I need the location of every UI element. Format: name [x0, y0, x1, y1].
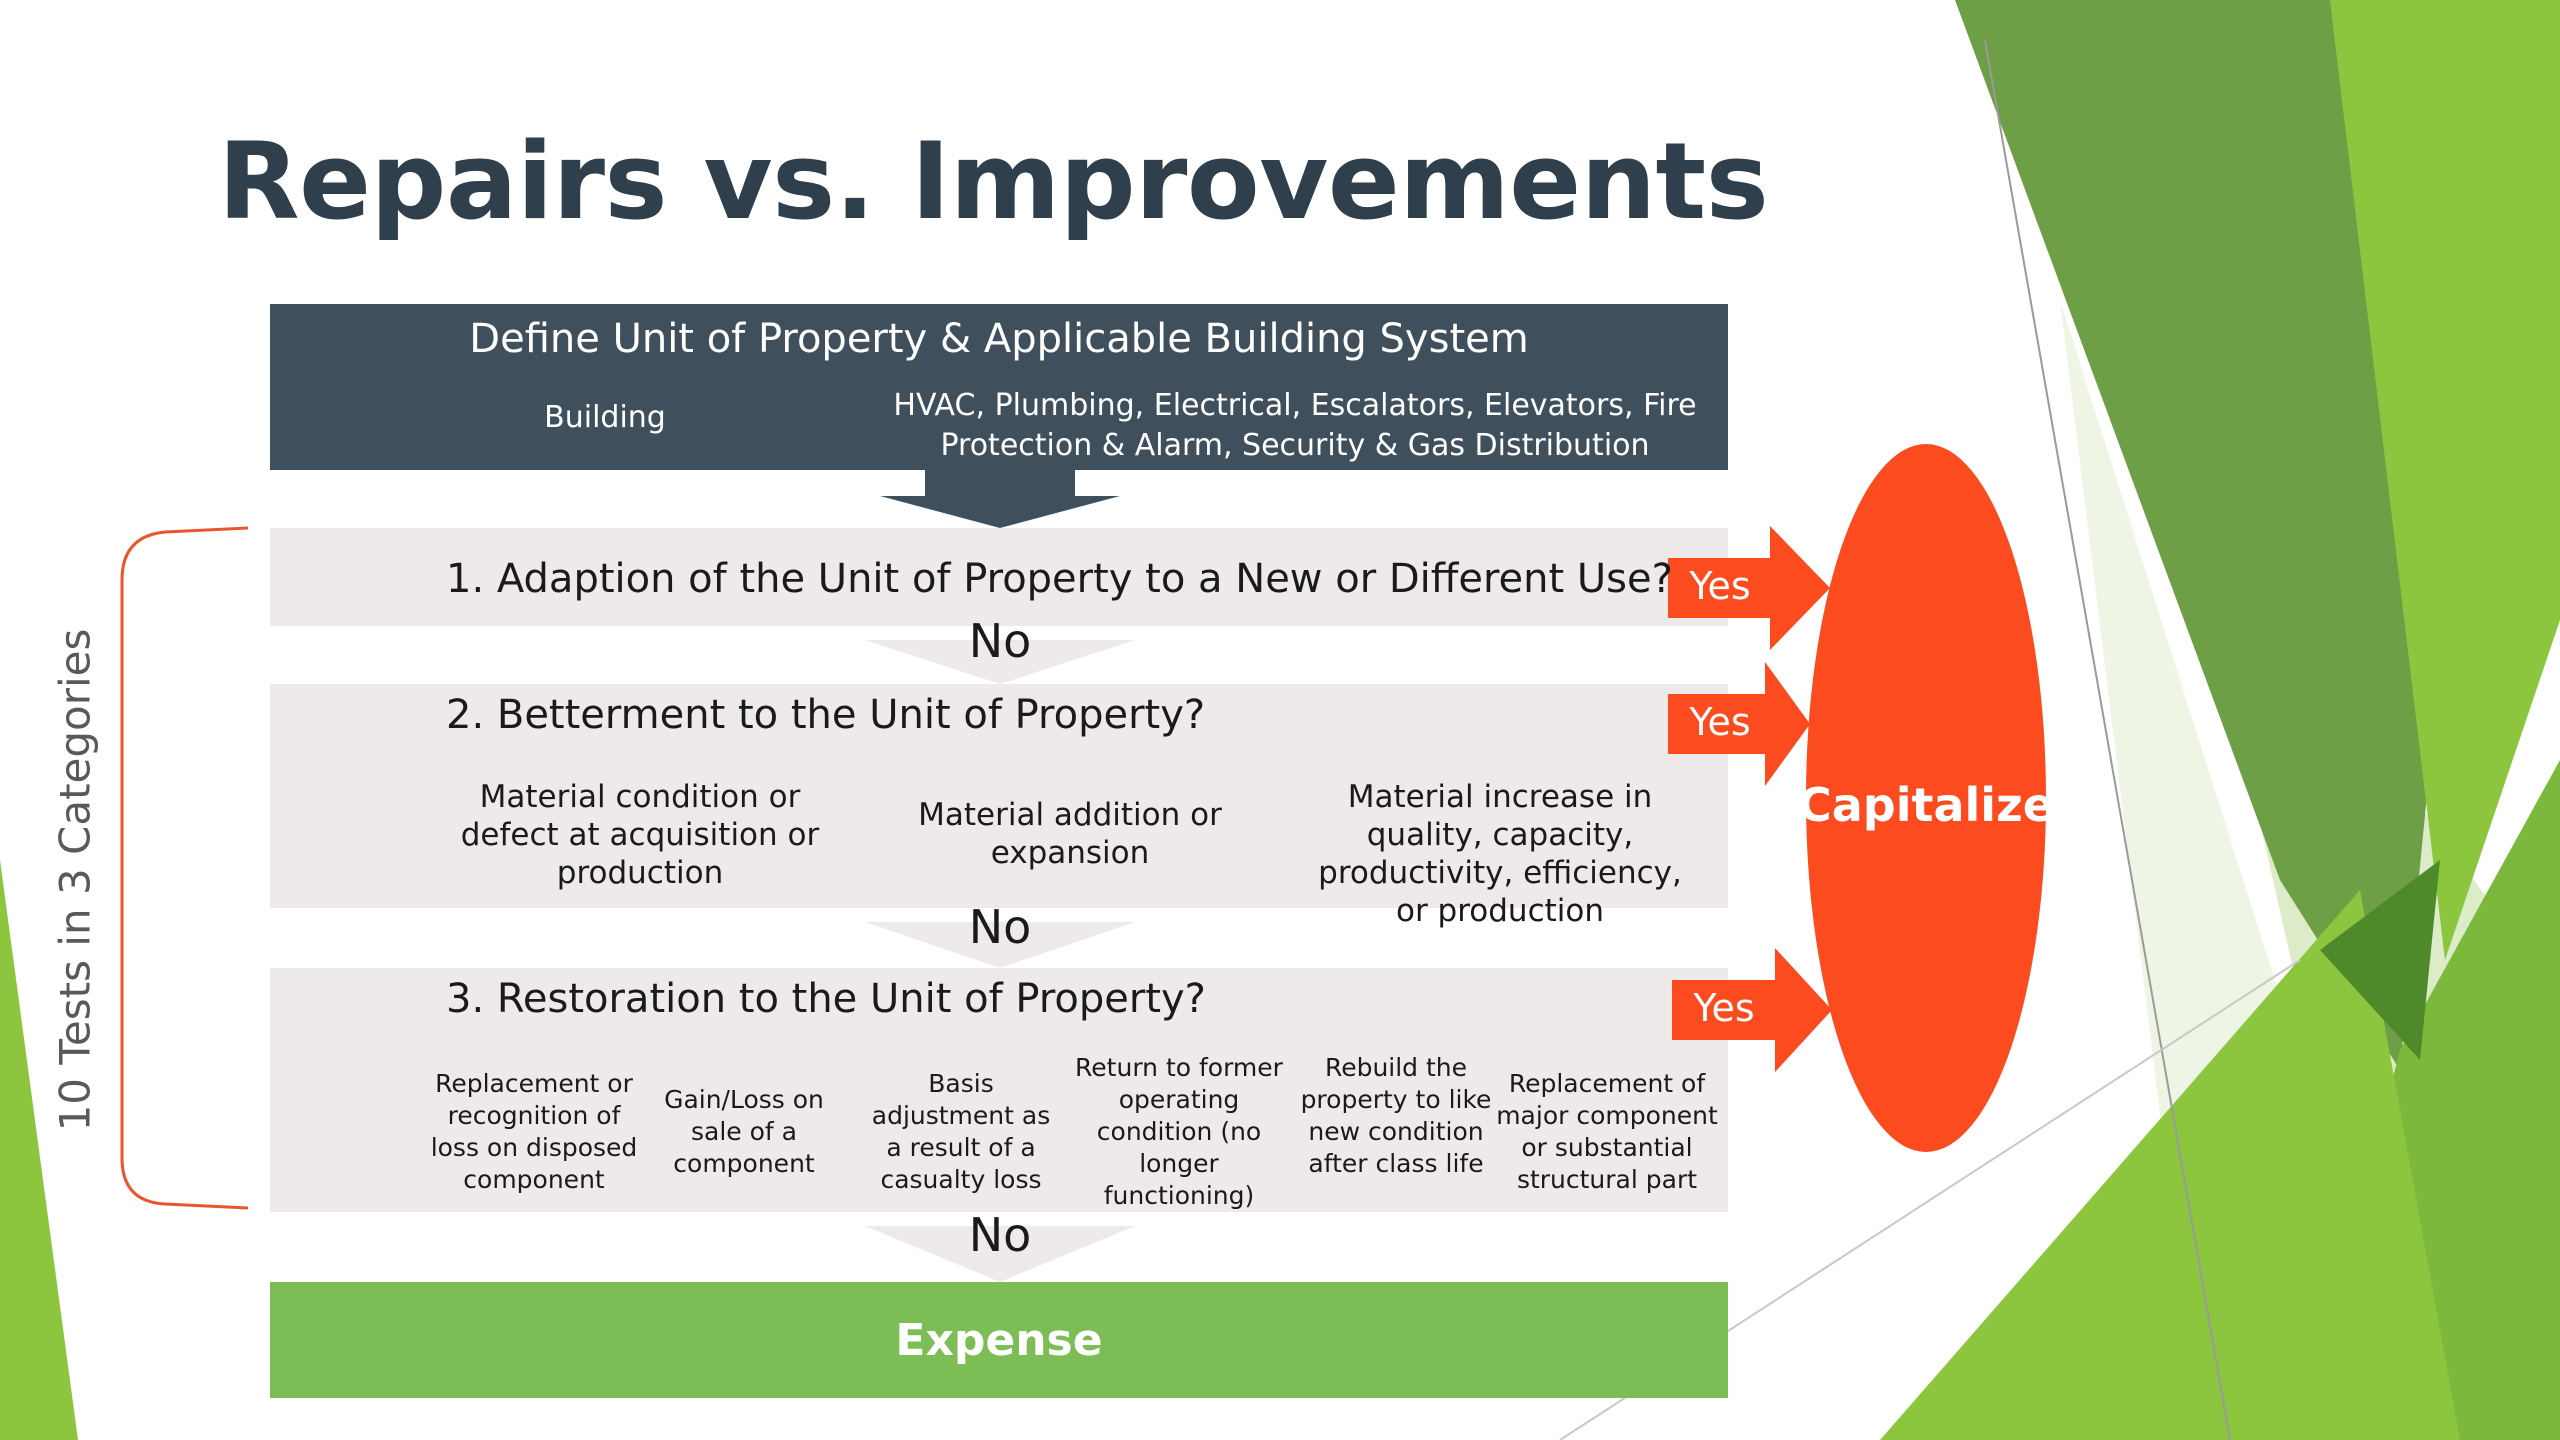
no-arrow-1 — [865, 640, 1135, 684]
header-title: Define Unit of Property & Applicable Bui… — [469, 316, 1529, 362]
yes-arrow-3 — [1672, 948, 1832, 1072]
no-arrow-3 — [865, 1226, 1135, 1282]
no-label-2: No — [968, 900, 1032, 954]
header-down-arrow — [880, 470, 1120, 528]
yes-label-3: Yes — [1693, 986, 1755, 1030]
left-bracket — [120, 526, 249, 1210]
yes-label-1: Yes — [1689, 564, 1751, 608]
capitalize-label: Capitalize — [1797, 778, 2055, 832]
right-thin-line — [1984, 39, 2231, 1440]
expense-box: Expense — [270, 1282, 1728, 1398]
left-green-accent — [0, 860, 78, 1440]
no-label-3: No — [968, 1208, 1032, 1262]
test-2-box — [270, 684, 1728, 908]
unit-of-property-header: Define Unit of Property & Applicable Bui… — [270, 304, 1728, 503]
test-3-item-5: Rebuild the property to like new conditi… — [1300, 1053, 1492, 1178]
test-2-item-1: Material condition or defect at acquisit… — [460, 779, 820, 891]
no-label-1: No — [968, 614, 1032, 668]
test-1-box — [270, 528, 1728, 626]
capitalize-ellipse — [1806, 444, 2046, 1152]
test-2-item-3: Material increase in quality, capacity, … — [1318, 779, 1682, 929]
test-3-item-4: Return to former operating condition (no… — [1075, 1053, 1283, 1210]
yes-arrow-2 — [1668, 662, 1810, 786]
yes-label-2: Yes — [1689, 700, 1751, 744]
slide-title: Repairs vs. Improvements — [218, 120, 1769, 243]
test-3-item-2: Gain/Loss on sale of a component — [664, 1085, 824, 1178]
test-3-box — [270, 968, 1728, 1212]
expense-label: Expense — [895, 1315, 1103, 1366]
right-facet-lower — [1880, 890, 2460, 1440]
test-2-item-2: Material addition or expansion — [918, 797, 1222, 871]
test-3-title: 3. Restoration to the Unit of Property? — [446, 976, 1206, 1022]
test-3-item-6: Replacement of major component or substa… — [1496, 1069, 1718, 1194]
no-arrow-2 — [865, 922, 1135, 968]
header-building-label: Building — [544, 400, 666, 435]
tests-category-label: 10 Tests in 3 Categories — [50, 628, 100, 1132]
yes-arrow-1 — [1668, 526, 1830, 650]
header-systems-label: HVAC, Plumbing, Electrical, Escalators, … — [893, 388, 1697, 503]
right-facet-accent — [2320, 860, 2440, 1060]
test-3-item-1: Replacement or recognition of loss on di… — [430, 1069, 638, 1194]
test-2-title: 2. Betterment to the Unit of Property? — [446, 692, 1206, 738]
test-1-title: 1. Adaption of the Unit of Property to a… — [446, 556, 1673, 602]
right-facet-mid — [2330, 0, 2560, 960]
test-3-item-3: Basis adjustment as a result of a casual… — [871, 1069, 1051, 1194]
